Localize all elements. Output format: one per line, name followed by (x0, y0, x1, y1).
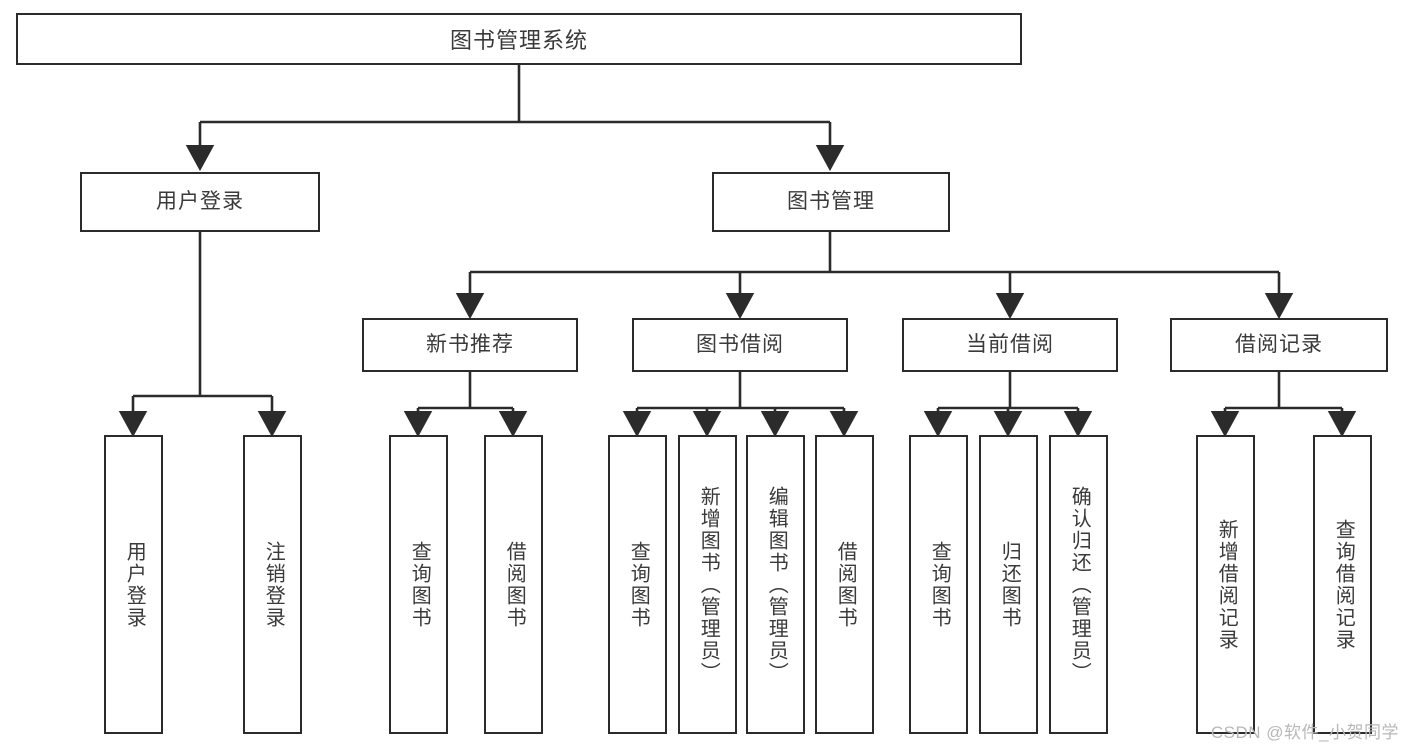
node-current-borrow[interactable]: 当前借阅 (902, 318, 1118, 372)
node-borrow-record[interactable]: 借阅记录 (1170, 318, 1388, 372)
node-leaf-query-book-3[interactable]: 查询图书 (909, 435, 968, 734)
node-leaf-edit-book[interactable]: 编辑图书（管理员） (746, 435, 805, 734)
node-leaf-query-book-3-label: 查询图书 (928, 540, 951, 629)
node-leaf-logout-label: 注销登录 (262, 540, 285, 629)
node-borrow-record-label: 借阅记录 (1235, 333, 1323, 357)
node-leaf-edit-book-label: 编辑图书（管理员） (765, 485, 788, 684)
node-leaf-confirm-return-label: 确认归还（管理员） (1068, 485, 1091, 684)
node-book-manage[interactable]: 图书管理 (712, 172, 950, 232)
node-leaf-query-record[interactable]: 查询借阅记录 (1313, 435, 1372, 734)
node-leaf-logout[interactable]: 注销登录 (243, 435, 302, 734)
node-leaf-borrow-book-1-label: 借阅图书 (503, 540, 526, 629)
node-leaf-query-book-2[interactable]: 查询图书 (608, 435, 667, 734)
node-leaf-user-login-label: 用户登录 (123, 540, 146, 629)
node-leaf-borrow-book-1[interactable]: 借阅图书 (484, 435, 543, 734)
node-leaf-add-record-label: 新增借阅记录 (1215, 518, 1238, 651)
node-leaf-add-book-label: 新增图书（管理员） (697, 485, 720, 684)
node-leaf-borrow-book-2-label: 借阅图书 (834, 540, 857, 629)
node-new-book-recommend-label: 新书推荐 (426, 333, 514, 357)
node-leaf-query-book-1[interactable]: 查询图书 (389, 435, 448, 734)
node-leaf-query-book-1-label: 查询图书 (408, 540, 431, 629)
node-book-borrow-label: 图书借阅 (696, 333, 784, 357)
node-current-borrow-label: 当前借阅 (966, 333, 1054, 357)
node-leaf-borrow-book-2[interactable]: 借阅图书 (815, 435, 874, 734)
node-new-book-recommend[interactable]: 新书推荐 (362, 318, 578, 372)
node-leaf-user-login[interactable]: 用户登录 (104, 435, 163, 734)
node-leaf-add-record[interactable]: 新增借阅记录 (1196, 435, 1255, 734)
node-leaf-return-book[interactable]: 归还图书 (979, 435, 1038, 734)
watermark: CSDN @软件_小贺同学 (1210, 723, 1399, 742)
node-root-label: 图书管理系统 (449, 28, 588, 53)
node-book-manage-label: 图书管理 (787, 190, 875, 214)
node-root[interactable]: 图书管理系统 (16, 13, 1022, 65)
node-book-borrow[interactable]: 图书借阅 (632, 318, 848, 372)
node-leaf-confirm-return[interactable]: 确认归还（管理员） (1049, 435, 1108, 734)
node-user-login-label: 用户登录 (156, 190, 244, 214)
node-leaf-query-record-label: 查询借阅记录 (1332, 518, 1355, 651)
node-leaf-query-book-2-label: 查询图书 (627, 540, 650, 629)
node-leaf-return-book-label: 归还图书 (998, 540, 1021, 629)
node-user-login[interactable]: 用户登录 (80, 172, 320, 232)
node-leaf-add-book[interactable]: 新增图书（管理员） (678, 435, 737, 734)
